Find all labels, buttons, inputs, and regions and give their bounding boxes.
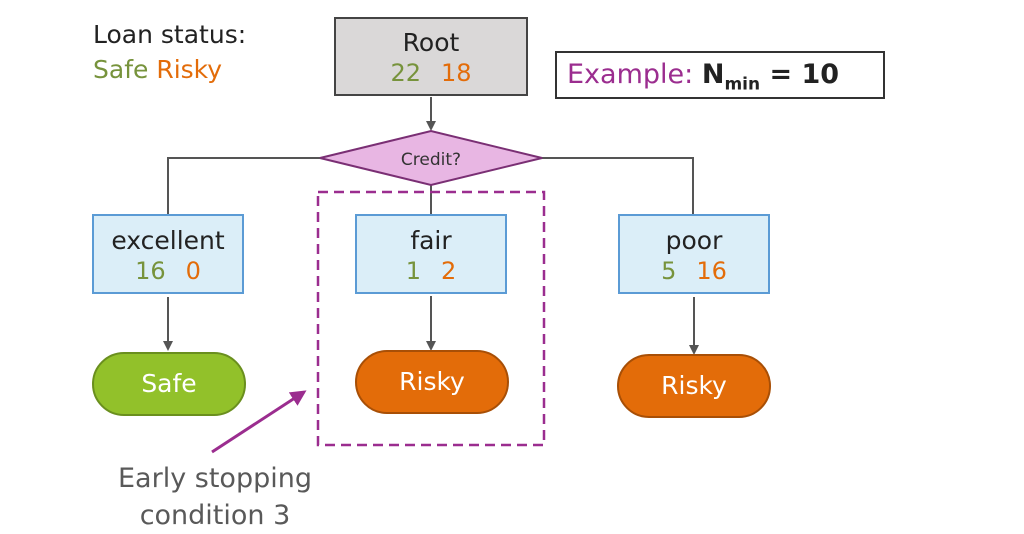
branch-counts: 16 0 <box>94 257 242 285</box>
branch-node-poor: poor 5 16 <box>618 214 770 294</box>
note-line-2: condition 3 <box>139 500 291 531</box>
root-label: Root <box>402 28 460 57</box>
example-n: N <box>701 59 725 90</box>
branch-counts: 5 16 <box>620 257 768 285</box>
branch-label: poor <box>665 226 723 255</box>
example-box: Example: Nmin = 10 <box>555 51 885 99</box>
branch-label: excellent <box>111 226 225 255</box>
legend-title: Loan status: <box>93 20 247 49</box>
branch-connector-excellent <box>167 157 326 214</box>
legend-safe: Safe <box>93 55 149 84</box>
legend-risky: Risky <box>156 55 223 84</box>
example-value: = 10 <box>760 59 840 90</box>
branch-risky-count: 0 <box>185 257 201 285</box>
branch-risky-count: 16 <box>696 257 727 285</box>
legend-values: Safe Risky <box>93 55 222 84</box>
example-subscript: min <box>724 74 761 95</box>
leaf-node-safe: Safe <box>92 352 246 416</box>
root-node: Root 22 18 <box>334 17 528 96</box>
example-formula: Nmin = 10 <box>701 59 840 94</box>
highlight-dashed-box <box>316 190 546 447</box>
branch-safe-count: 5 <box>661 257 677 285</box>
branch-connector-poor <box>540 157 694 214</box>
root-counts: 22 18 <box>336 59 526 87</box>
root-safe-count: 22 <box>390 59 421 87</box>
branch-risky-count: 2 <box>441 257 457 285</box>
leaf-node-risky-poor: Risky <box>617 354 771 418</box>
split-diamond <box>319 129 543 187</box>
note-line-1: Early stopping <box>118 463 312 494</box>
branch-safe-count: 1 <box>405 257 421 285</box>
branch-label: fair <box>410 226 452 255</box>
early-stopping-note: Early stopping condition 3 <box>90 460 340 534</box>
split-label: Credit? <box>401 150 461 170</box>
example-label: Example: <box>567 59 694 90</box>
branch-node-excellent: excellent 16 0 <box>92 214 244 294</box>
branch-safe-count: 16 <box>135 257 166 285</box>
leaf-node-risky-fair: Risky <box>355 350 509 414</box>
note-pointer-arrow <box>211 390 307 454</box>
root-risky-count: 18 <box>441 59 472 87</box>
